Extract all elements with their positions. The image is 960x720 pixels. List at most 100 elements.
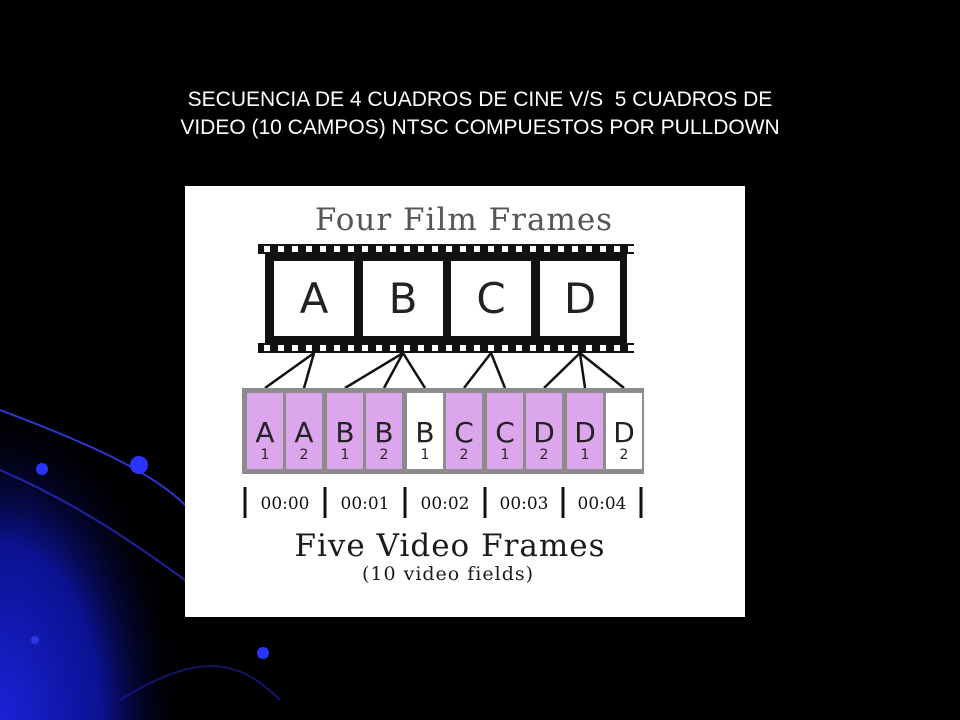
film-sprocket-hole [390, 345, 396, 351]
film-frame: A [274, 261, 354, 336]
connector-line [578, 352, 587, 389]
film-sprocket-hole [600, 345, 606, 351]
film-frame-label: C [476, 274, 505, 323]
film-sprocket-hole [572, 345, 578, 351]
film-frame-label: B [389, 274, 418, 323]
timecode-separator [483, 487, 487, 518]
film-sprocket-hole [544, 246, 550, 252]
connector-line [579, 352, 625, 389]
film-frame-label: D [564, 274, 596, 323]
video-field: B2 [366, 393, 402, 469]
slide-title: SECUENCIA DE 4 CUADROS DE CINE V/S 5 CUA… [0, 86, 960, 142]
film-sprocket-hole [628, 345, 634, 351]
video-field: D2 [526, 393, 562, 469]
film-sprocket-hole [446, 345, 452, 351]
film-sprocket-hole [460, 246, 466, 252]
film-sprocket-hole [306, 345, 312, 351]
slide-title-line-1: SECUENCIA DE 4 CUADROS DE CINE V/S 5 CUA… [187, 88, 773, 111]
timecode-label: 00:03 [500, 494, 549, 514]
slide-title-line-2: VIDEO (10 CAMPOS) NTSC COMPUESTOS POR PU… [180, 116, 780, 139]
timecode-separator [639, 487, 643, 518]
video-field-number: 2 [540, 447, 549, 463]
film-sprocket-hole [558, 345, 564, 351]
film-sprocket-hole [628, 246, 634, 252]
film-sprocket-hole [502, 246, 508, 252]
film-sprocket-hole [572, 246, 578, 252]
video-field-letter: D [574, 416, 596, 449]
film-sprocket-hole [264, 246, 270, 252]
film-sprocket-hole [404, 345, 410, 351]
film-sprocket-hole [460, 345, 466, 351]
film-frame-window [451, 261, 531, 336]
video-field-letter: C [454, 416, 474, 449]
film-sprocket-hole [320, 345, 326, 351]
film-sprocket-hole [474, 345, 480, 351]
film-frame-window [540, 261, 620, 336]
video-field-letter: A [294, 416, 313, 449]
diagram-top-title: Four Film Frames [315, 202, 613, 238]
pulldown-connector-lines [264, 351, 625, 390]
film-sprocket-hole [432, 345, 438, 351]
video-field-letter: D [533, 416, 555, 449]
video-field: D1 [567, 393, 603, 469]
film-sprocket-hole [432, 246, 438, 252]
video-field-cell [526, 393, 562, 469]
timecode-separator [323, 487, 327, 518]
film-sprocket-hole [376, 246, 382, 252]
film-sprocket-hole [516, 246, 522, 252]
film-frame: D [540, 261, 620, 336]
video-field-cell [366, 393, 402, 469]
film-sprocket-hole [362, 345, 368, 351]
video-field-letter: B [415, 416, 434, 449]
film-sprocket-hole [474, 246, 480, 252]
film-sprocket-hole [348, 246, 354, 252]
film-sprocket-hole [292, 246, 298, 252]
video-field: B1 [327, 393, 363, 469]
video-field-number: 2 [380, 447, 389, 463]
video-field-number: 1 [261, 447, 270, 463]
video-field-number: 1 [341, 447, 350, 463]
film-sprocket-hole [348, 345, 354, 351]
video-field-cell [606, 393, 642, 469]
film-sprocket-hole [362, 246, 368, 252]
video-field-letter: C [495, 416, 515, 449]
video-field-cell [247, 393, 283, 469]
film-sprocket-hole [600, 246, 606, 252]
film-sprocket-hole [334, 345, 340, 351]
video-field-letter: B [335, 416, 354, 449]
film-frame-window [363, 261, 443, 336]
film-sprocket-hole [530, 246, 536, 252]
connector-line [344, 351, 404, 390]
video-field-letter: A [255, 416, 274, 449]
film-sprocket-hole [404, 246, 410, 252]
connector-line [489, 352, 507, 389]
timecode-separator [403, 487, 407, 518]
timecode-label: 00:01 [341, 494, 390, 514]
video-field: B1 [407, 393, 443, 469]
video-field-letter: D [613, 416, 635, 449]
video-field-number: 1 [501, 447, 510, 463]
connector-line [302, 352, 316, 389]
film-frame: B [363, 261, 443, 336]
timecode-label: 00:04 [578, 494, 627, 514]
connector-line [382, 352, 405, 389]
timecode-separator [243, 487, 247, 518]
film-sprocket-hole [488, 345, 494, 351]
timecode-separator [561, 487, 565, 518]
film-sprocket-hole [418, 345, 424, 351]
video-field-number: 2 [620, 447, 629, 463]
video-field-number: 1 [581, 447, 590, 463]
connector-line [543, 352, 581, 389]
film-sprocket-hole [306, 246, 312, 252]
film-sprocket-hole [292, 345, 298, 351]
film-sprocket-hole [586, 345, 592, 351]
diagram-bottom-subtitle: (10 video fields) [362, 563, 534, 585]
film-sprocket-hole [544, 345, 550, 351]
film-sprocket-hole [376, 345, 382, 351]
film-sprocket-hole [586, 246, 592, 252]
